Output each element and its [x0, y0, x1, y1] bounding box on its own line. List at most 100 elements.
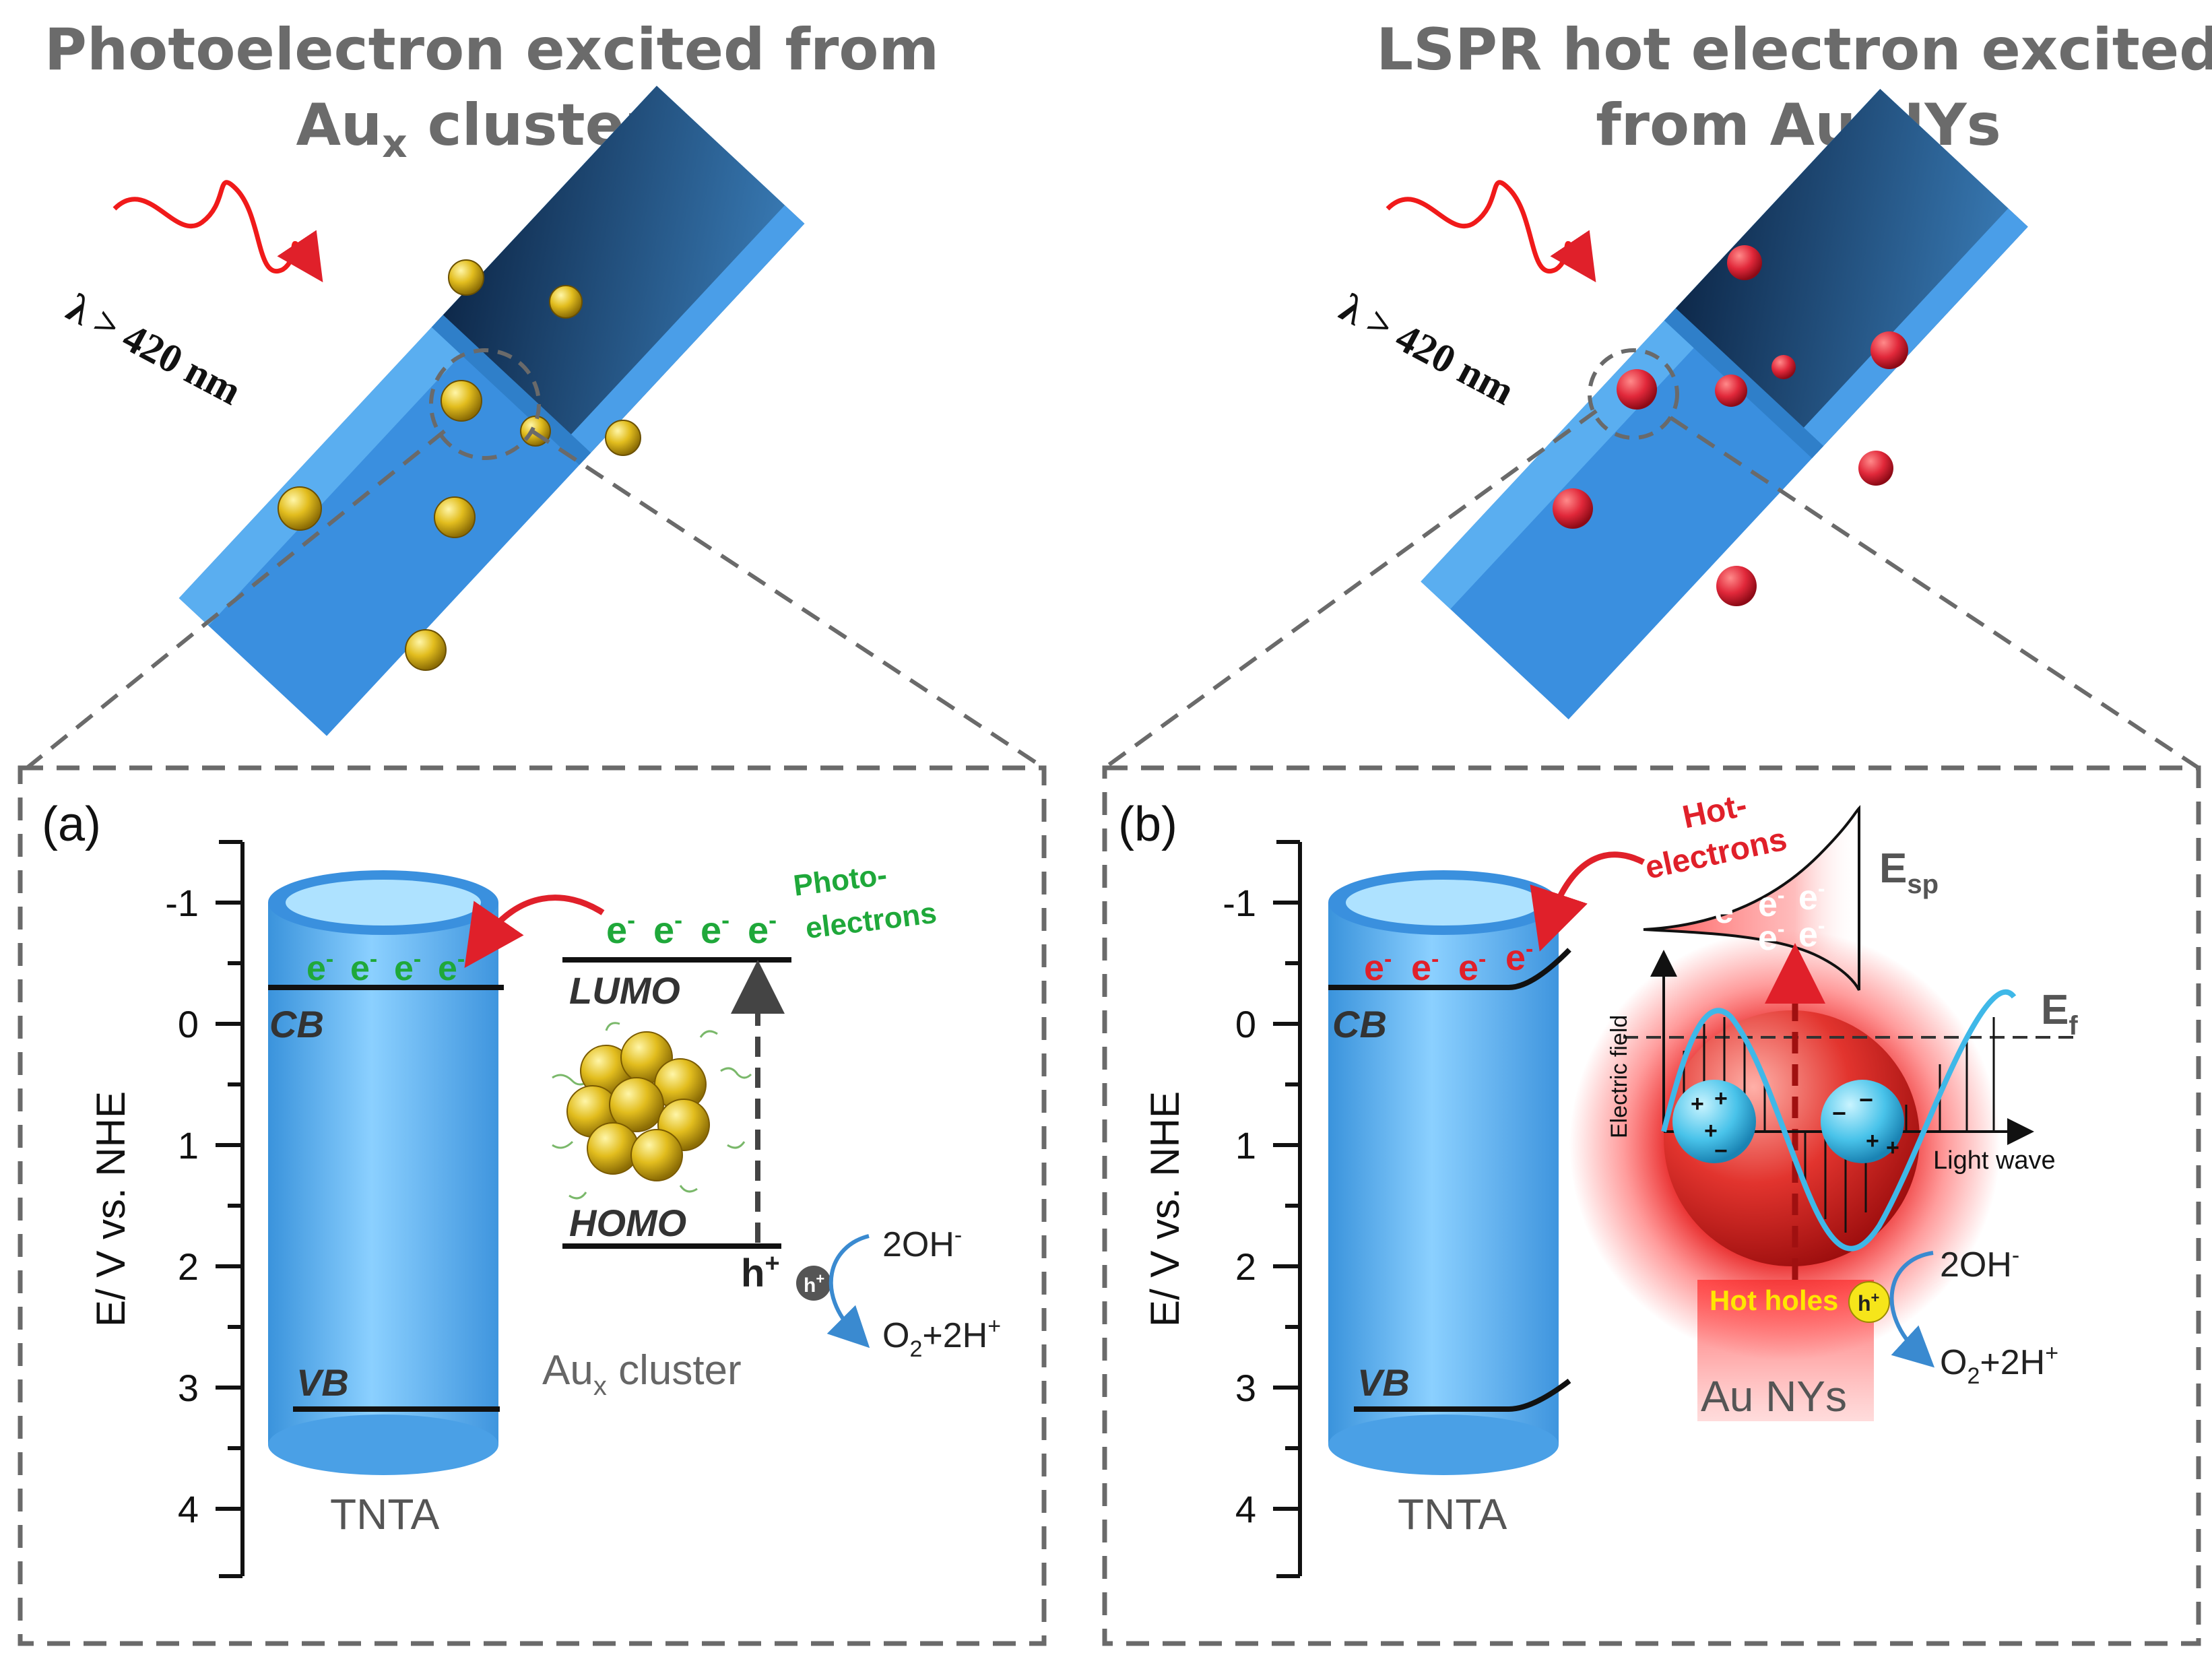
hot-electrons-line1: Hot-: [1679, 787, 1750, 836]
panel-a-homo-label: HOMO: [569, 1202, 686, 1244]
panel-b-ylabel: E/ V vs. NHE: [1142, 1091, 1188, 1327]
svg-text:+: +: [1714, 1086, 1728, 1111]
tick-label: 4: [1235, 1488, 1256, 1530]
tick-label: -1: [1223, 882, 1256, 924]
svg-text:+: +: [1886, 1135, 1899, 1161]
panel-b-esp-label: Esp: [1879, 845, 1939, 899]
panel-a-oxidation-arrow: [826, 1234, 870, 1348]
tick-label: 1: [1235, 1124, 1256, 1167]
panel-a-hole-icon-text: h+: [804, 1270, 824, 1297]
electron: e-: [438, 946, 465, 988]
electron: e-: [1364, 946, 1392, 988]
au-nanoparticle-icon: [1553, 488, 1593, 529]
panel-b-cb-electrons: e- e- e- e-: [1364, 936, 1533, 988]
panel-a-photoelectrons-label: Photo- electrons: [791, 858, 938, 945]
svg-text:+: +: [1691, 1091, 1704, 1117]
panel-a-ylabel: E/ V vs. NHE: [88, 1091, 133, 1327]
left-wavelength-label: λ > 420 nm: [60, 285, 249, 414]
tick-label: -1: [165, 882, 199, 924]
electron: e-: [350, 946, 377, 988]
panel-a-tnta-label: TNTA: [330, 1490, 440, 1538]
gold-cluster-icon: [278, 486, 322, 531]
gold-cluster-icon: [434, 496, 476, 538]
left-title-line1: Photoelectron excited from: [44, 16, 940, 84]
panel-b-vb-label: VB: [1357, 1361, 1410, 1404]
panel-b-hot-electrons: e- e- e- e- e-: [1714, 876, 1825, 958]
panel-a-oh-label: 2OH-: [882, 1223, 962, 1264]
right-zoom-line-left: [1103, 409, 1598, 770]
panel-b-ef-label: Ef: [2041, 987, 2078, 1041]
left-zoom-circle: [429, 348, 541, 460]
panel-b-hole-icon: [1848, 1281, 1890, 1323]
electron: e-: [1758, 883, 1785, 924]
panel-a-hole-label: h+: [741, 1249, 780, 1295]
electron: e-: [748, 906, 777, 951]
svg-text:−: −: [1714, 1138, 1728, 1164]
electron: e-: [1798, 876, 1825, 917]
panel-a-o2-label: O2+2H+: [882, 1313, 1001, 1362]
panel-b-hot-electrons-label: Hot- electrons: [1642, 787, 1790, 886]
panel-b-oxidation-arrow: [1889, 1251, 1935, 1368]
tick-label: 2: [178, 1245, 199, 1288]
electron: e-: [653, 906, 682, 951]
left-nanotube: [178, 86, 805, 736]
panel-b-au-sphere: [1664, 1010, 1920, 1266]
left-zoom-line-left: [26, 429, 446, 770]
electron: e-: [394, 946, 421, 988]
right-title-line1: LSPR hot electron excited: [1376, 16, 2212, 84]
gold-cluster-icon: [441, 380, 482, 422]
panel-b-ticks: -1 0 1 2 3 4: [1223, 882, 1256, 1530]
left-wavy-light-icon: [112, 180, 323, 283]
right-wavelength-label: λ > 420 nm: [1333, 285, 1522, 414]
gold-cluster-icon: [405, 629, 447, 671]
tick-label: 1: [178, 1124, 199, 1167]
au-nanoparticle-icon: [1715, 375, 1747, 407]
electron: e-: [701, 906, 729, 951]
photo-label-line1: Photo-: [791, 858, 888, 903]
panel-a-label: (a): [42, 798, 101, 851]
panel-b-cb-line: [1328, 948, 1571, 990]
panel-a-axis: [216, 840, 245, 1578]
panel-a-lumo-label: LUMO: [569, 969, 680, 1012]
panel-a-transfer-arrow: [464, 894, 605, 969]
gold-cluster-icon: [448, 259, 484, 296]
svg-text:+: +: [1704, 1118, 1718, 1144]
gold-cluster-icon: [605, 420, 641, 456]
panel-b-o2-label: O2+2H+: [1940, 1340, 2058, 1389]
panel-b-light-wave: [1661, 989, 2017, 1251]
gold-cluster-icon: [549, 285, 583, 319]
au-nanoparticle-icon: [1716, 566, 1757, 606]
tick-label: 2: [1235, 1245, 1256, 1288]
electron: e-: [306, 946, 333, 988]
right-title: LSPR hot electron excited from Au NYs: [1320, 12, 2212, 163]
panel-b-particle-label: Au NYs: [1701, 1372, 1847, 1421]
tick-label: 0: [178, 1003, 199, 1045]
panel-b-cb-label: CB: [1332, 1003, 1387, 1045]
right-wavy-light-icon: [1386, 180, 1596, 283]
panel-a-cb-electrons: e- e- e- e-: [306, 946, 465, 988]
panel-a-tnta-tube: [268, 870, 498, 1475]
panel-b-hole-icon-text: h+: [1858, 1289, 1879, 1315]
electron: e-: [606, 906, 635, 951]
panel-b-electric-field-label: Electric field: [1606, 1015, 1632, 1138]
panel-a-frame: [18, 765, 1047, 1646]
panel-b-axis: [1273, 840, 1302, 1578]
panel-b-negative-charge-cloud: − − + +: [1821, 1080, 1904, 1163]
au-nanoparticle-icon: [1617, 369, 1657, 410]
au-nanoparticle-icon: [1858, 451, 1893, 486]
au-nanoparticle-icon: [1771, 355, 1796, 379]
panel-a-cb-label: CB: [269, 1003, 324, 1045]
right-zoom-line-right: [1669, 416, 2200, 770]
svg-text:h+: h+: [741, 1249, 780, 1295]
photo-label-line2: electrons: [804, 897, 938, 945]
panel-b-tnta-label: TNTA: [1398, 1490, 1507, 1538]
panel-a-hole-icon: [796, 1266, 831, 1301]
au-nanoparticle-icon: [1727, 245, 1762, 280]
panel-b-oh-label: 2OH-: [1940, 1243, 2019, 1284]
electron: e-: [1458, 946, 1486, 988]
tick-label: 4: [178, 1488, 199, 1530]
svg-text:−: −: [1859, 1086, 1873, 1113]
panel-b-light-wave-label: Light wave: [1933, 1146, 2056, 1175]
panel-b-label: (b): [1118, 798, 1177, 851]
